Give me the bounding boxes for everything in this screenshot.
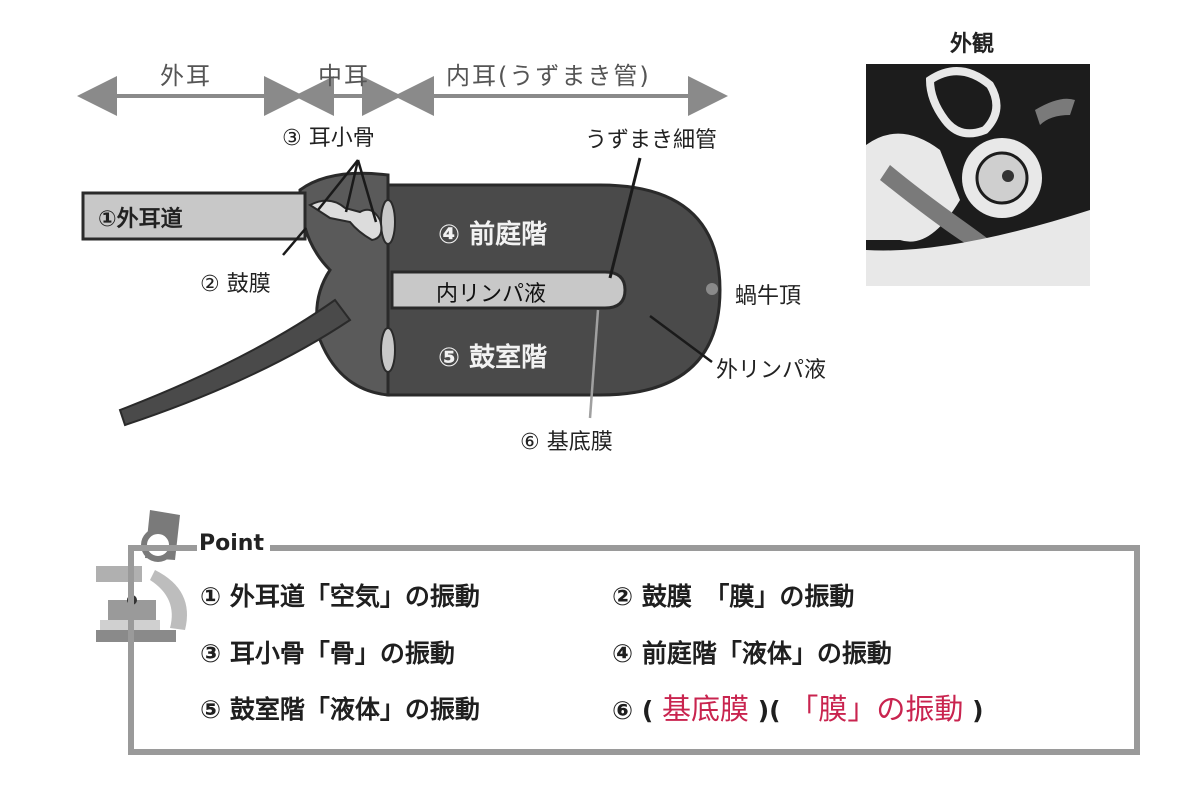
ossicles-pointer-1: [317, 159, 359, 211]
ossicles-pointer-2: [344, 159, 360, 213]
oval-window: [380, 199, 396, 245]
ossicles-pointer-3: [356, 159, 378, 223]
point-item-1: ① 外耳道「空気」の振動: [200, 582, 480, 611]
point-title: Point: [197, 531, 270, 556]
label-endolymph: 内リンパ液: [436, 282, 547, 307]
point-item-5: ⑤ 鼓室階「液体」の振動: [200, 695, 480, 724]
point-item-6: ⑥ ( 基底膜 )( 「膜」の振動 ): [612, 686, 984, 728]
appearance-cochlea-core: [1002, 170, 1014, 182]
round-window: [380, 327, 396, 373]
section-middle-ear: 中耳: [318, 62, 370, 90]
appearance-semicircular: [925, 67, 1001, 138]
label-perilymph: 外リンパ液: [716, 358, 827, 383]
point-item-6-suffix: ): [972, 696, 984, 725]
perilymph-pointer: [649, 314, 713, 364]
cochlear-duct-pointer: [608, 157, 642, 279]
label-ossicles: ③ 耳小骨: [282, 126, 375, 151]
point-item-6-answer-2: 「膜」の振動: [789, 692, 964, 726]
label-basilar: ⑥ 基底膜: [520, 430, 613, 455]
point-item-4: ④ 前庭階「液体」の振動: [612, 639, 892, 668]
section-outer-ear: 外耳: [160, 62, 212, 90]
label-eardrum: ② 鼓膜: [200, 272, 271, 297]
point-item-2: ② 鼓膜 「膜」の振動: [612, 582, 855, 611]
label-ear-canal: ①外耳道: [98, 207, 183, 232]
appearance-title: 外観: [950, 32, 995, 57]
point-item-3: ③ 耳小骨「骨」の振動: [200, 639, 455, 668]
point-box: [128, 545, 1140, 755]
label-tympani: ⑤ 鼓室階: [438, 343, 548, 373]
appearance-cochlea-inner: [975, 151, 1029, 205]
eardrum-pointer: [282, 227, 307, 256]
label-apex: 蝸牛頂: [735, 284, 802, 309]
basilar-pointer: [588, 309, 600, 419]
ossicles-shape: [307, 199, 383, 242]
appearance-bottom: [866, 210, 1090, 286]
apex-dot: [706, 283, 718, 295]
section-inner-ear: 内耳(うずまき管): [446, 62, 651, 90]
point-item-6-mid: )(: [757, 696, 781, 725]
point-item-6-answer-1: 基底膜: [662, 692, 750, 726]
appearance-nerve: [1035, 98, 1075, 125]
point-item-6-prefix: ⑥ (: [612, 696, 654, 725]
label-cochlear-duct: うずまき細管: [585, 128, 718, 153]
ear-canal: [81, 191, 307, 241]
cochlear-duct: [390, 270, 627, 310]
label-vestibule: ④ 前庭階: [438, 220, 548, 250]
eustachian-tube: [118, 298, 352, 427]
